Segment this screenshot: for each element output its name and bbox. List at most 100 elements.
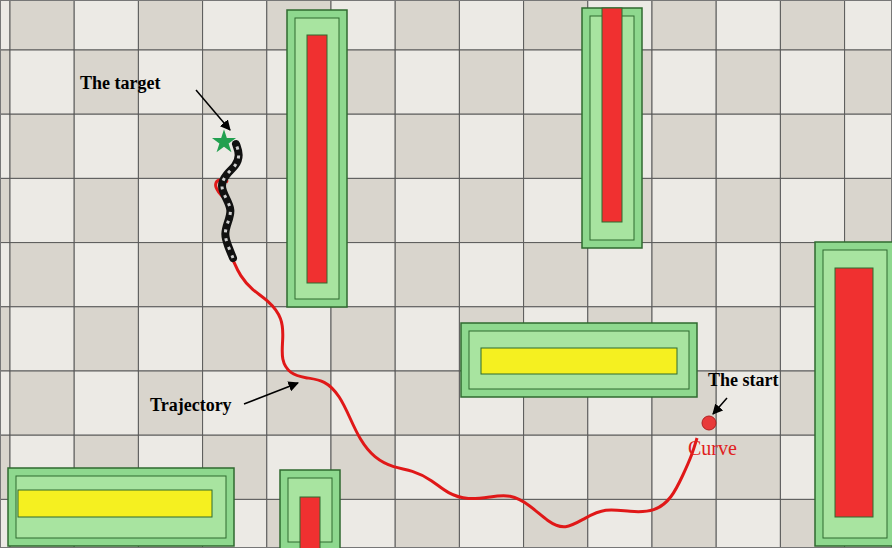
floor-tile	[0, 114, 10, 178]
floor-tile	[395, 114, 459, 178]
floor-tile	[652, 243, 716, 307]
floor-tile	[716, 499, 780, 548]
floor-tile	[845, 0, 892, 50]
floor-tile	[459, 435, 523, 499]
floor-tile	[395, 435, 459, 499]
obstacle	[287, 10, 347, 307]
start-label: The start	[708, 371, 779, 391]
floor-tile	[395, 0, 459, 50]
obstacle	[815, 242, 892, 546]
floor-tile	[716, 178, 780, 242]
floor-tile	[459, 178, 523, 242]
safety-margin	[582, 8, 642, 248]
floor-tile	[845, 50, 892, 114]
floor-tile	[203, 307, 267, 371]
obstacle-core	[18, 490, 212, 517]
floor-tile	[780, 50, 844, 114]
floor-tile	[10, 50, 74, 114]
leader-arrow	[244, 383, 298, 404]
floor-tile	[588, 499, 652, 548]
safety-margin	[287, 10, 347, 307]
floor-tile	[10, 243, 74, 307]
floor-tile	[524, 114, 588, 178]
floor-tile	[74, 307, 138, 371]
floor-tile	[203, 0, 267, 50]
floor-tile	[652, 114, 716, 178]
floor-tile	[780, 114, 844, 178]
robot-segments	[222, 144, 239, 258]
floor-tile	[203, 178, 267, 242]
inner-margin	[823, 250, 887, 538]
floor-tile	[588, 435, 652, 499]
trajectory-label: Trajectory	[150, 396, 232, 416]
floor-tile	[0, 0, 10, 50]
floor-tile	[652, 50, 716, 114]
inner-margin	[469, 331, 689, 389]
floor-tile	[459, 114, 523, 178]
floor-tile	[395, 243, 459, 307]
floor-tile	[74, 178, 138, 242]
floor-tile	[395, 307, 459, 371]
obstacle-core	[602, 8, 622, 222]
floor-tile	[10, 371, 74, 435]
floor-tile	[459, 0, 523, 50]
floor-tile	[0, 307, 10, 371]
floor-tile	[138, 114, 202, 178]
floor-tile	[267, 307, 331, 371]
obstacle	[280, 470, 340, 548]
floor-tile	[331, 307, 395, 371]
floor-tile	[459, 243, 523, 307]
floor-tile	[0, 371, 10, 435]
floor-tile	[524, 435, 588, 499]
floor-tile	[716, 0, 780, 50]
floor-tile	[138, 307, 202, 371]
floor-tile	[524, 50, 588, 114]
floor-tile	[459, 499, 523, 548]
floor-tile	[524, 0, 588, 50]
floor-tile	[10, 0, 74, 50]
floor-tile	[138, 243, 202, 307]
obstacle-core	[835, 268, 873, 517]
floor-tile	[74, 0, 138, 50]
floor-tile	[0, 178, 10, 242]
floor-tile	[203, 50, 267, 114]
floor-tile	[395, 50, 459, 114]
floor-tile	[652, 0, 716, 50]
inner-margin	[16, 476, 226, 538]
floor-tile	[10, 178, 74, 242]
floor-tile	[74, 371, 138, 435]
floor-tile	[780, 178, 844, 242]
floor-tile	[588, 243, 652, 307]
floor-tile	[459, 50, 523, 114]
floor-tile	[10, 114, 74, 178]
floor-tile	[524, 178, 588, 242]
obstacle-core	[307, 35, 327, 283]
safety-margin	[461, 323, 697, 397]
floor-tile	[716, 50, 780, 114]
floor-tile	[138, 0, 202, 50]
floor-tile	[845, 114, 892, 178]
target-star	[212, 129, 236, 152]
robot-snake	[222, 144, 239, 258]
floor-tile	[395, 371, 459, 435]
floor-tile	[845, 178, 892, 242]
floor-tile	[716, 114, 780, 178]
target-label: The target	[80, 74, 160, 94]
trajectory-path	[233, 260, 697, 527]
floor-tile	[780, 0, 844, 50]
obstacle	[461, 323, 697, 397]
floor-tile	[0, 243, 10, 307]
floor-tile	[395, 499, 459, 548]
floor-tile	[331, 371, 395, 435]
floor-tile	[138, 178, 202, 242]
floor-tile	[524, 243, 588, 307]
floor-tile	[716, 307, 780, 371]
floor-tile	[716, 243, 780, 307]
safety-margin	[815, 242, 892, 546]
obstacle-core	[481, 348, 677, 374]
floor-tile	[652, 178, 716, 242]
inner-margin	[295, 18, 339, 299]
